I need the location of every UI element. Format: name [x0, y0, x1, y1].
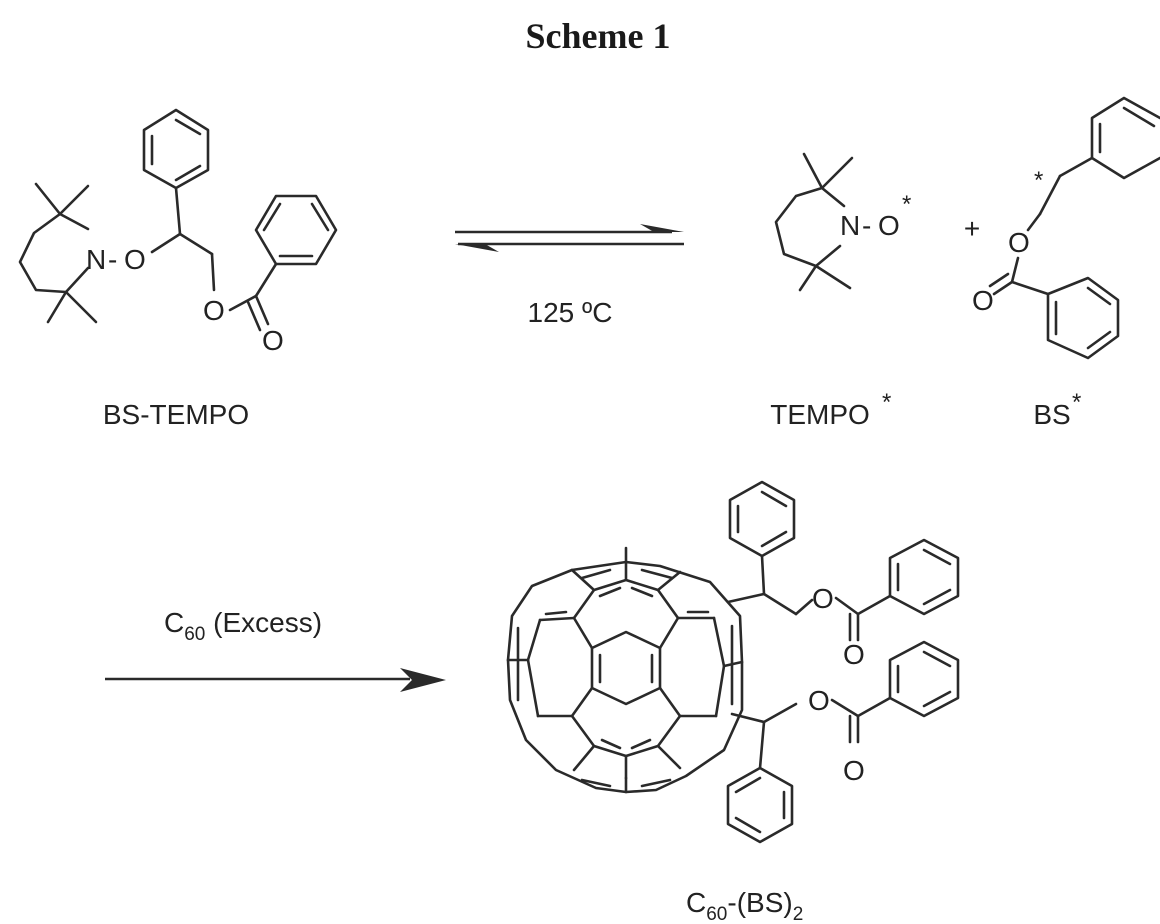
upper-carbonyl-oxygen: O — [843, 639, 865, 670]
tempo-oxygen: O — [878, 210, 900, 241]
reaction-condition: 125 ºC — [528, 297, 613, 328]
forward-arrow — [105, 668, 446, 692]
bs-carbonyl-oxygen: O — [972, 285, 994, 316]
atom-ester-oxygen: O — [203, 295, 225, 326]
atom-oxygen: O — [124, 244, 146, 275]
tempo-radical-structure: N - O * — [774, 152, 911, 292]
bs-label: BS — [1033, 399, 1070, 430]
atom-bond-dash: - — [108, 244, 117, 275]
lower-bs-substituent: O O — [726, 640, 960, 844]
scheme-title: Scheme 1 — [526, 16, 671, 56]
tempo-bond-dash: - — [862, 210, 871, 241]
tempo-radical-dot: * — [902, 191, 911, 218]
atom-nitrogen: N — [86, 244, 106, 275]
bs-label-star: * — [1072, 389, 1081, 416]
plus-sign: + — [964, 213, 980, 244]
tempo-label-star: * — [882, 389, 891, 416]
bs-radical-structure: * O O — [972, 96, 1160, 360]
lower-carbonyl-oxygen: O — [843, 755, 865, 786]
fullerene-cage — [506, 546, 744, 794]
bs-tempo-label: BS-TEMPO — [103, 399, 249, 430]
bs-ester-oxygen: O — [1008, 227, 1030, 258]
upper-bs-substituent: O O — [726, 480, 960, 670]
atom-carbonyl-oxygen: O — [262, 325, 284, 356]
product-label: C60-(BS)2 — [686, 887, 803, 924]
bs-tempo-structure: N - O O O — [18, 108, 338, 356]
equilibrium-arrow — [455, 224, 684, 252]
tempo-nitrogen: N — [840, 210, 860, 241]
tempo-label: TEMPO — [770, 399, 870, 430]
upper-ester-oxygen: O — [812, 583, 834, 614]
lower-ester-oxygen: O — [808, 685, 830, 716]
bs-radical-dot: * — [1034, 167, 1043, 194]
c60-reagent-label: C60 (Excess) — [164, 607, 322, 645]
